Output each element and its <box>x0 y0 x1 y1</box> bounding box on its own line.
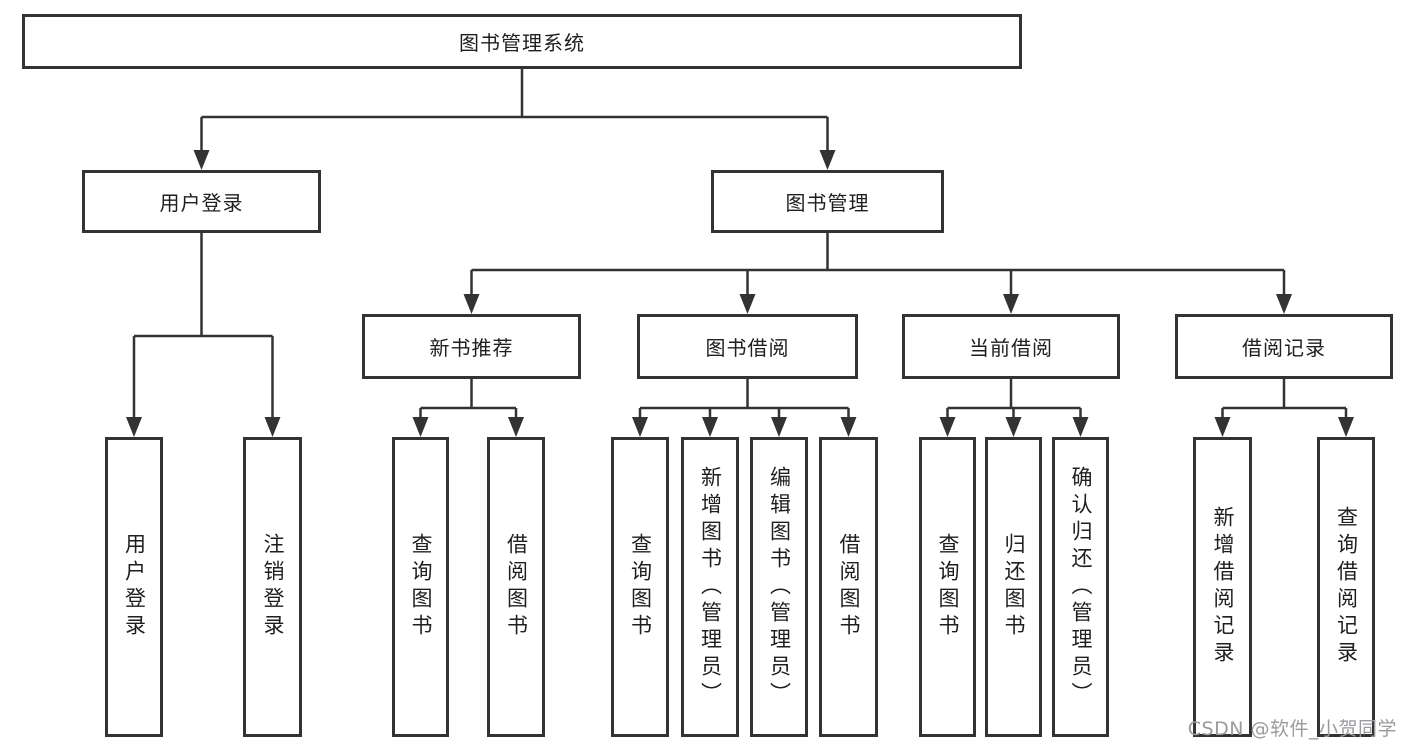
node-book-mgmt: 图书管理 <box>711 170 944 233</box>
node-cb-return: 归还图书 <box>985 437 1042 737</box>
arrowhead-book-mgmt <box>819 150 836 170</box>
node-label-br-query: 查询借阅记录 <box>1334 506 1359 668</box>
connector-borrow-records <box>1221 379 1348 419</box>
node-leaf-user-login: 用户登录 <box>105 437 163 737</box>
arrowhead-cb-return <box>1005 417 1022 437</box>
connector-book-mgmt <box>470 233 1286 296</box>
node-label-borrow-records: 借阅记录 <box>1242 336 1326 360</box>
node-root: 图书管理系统 <box>22 14 1022 69</box>
node-book-borrow: 图书借阅 <box>637 314 858 379</box>
node-label-leaf-user-login: 用户登录 <box>122 533 147 641</box>
arrowhead-cb-query <box>939 417 956 437</box>
connector-root <box>200 69 829 152</box>
node-label-cb-return: 归还图书 <box>1002 533 1026 641</box>
node-label-current-borrow: 当前借阅 <box>969 336 1053 360</box>
node-label-leaf-logout: 注销登录 <box>261 533 285 641</box>
node-user-login: 用户登录 <box>82 170 321 233</box>
node-label-bb-query: 查询图书 <box>628 533 653 641</box>
node-br-query: 查询借阅记录 <box>1317 437 1375 737</box>
arrowhead-current-borrow <box>1003 294 1019 314</box>
node-label-bb-add: 新增图书（管理员） <box>698 465 723 709</box>
node-label-user-login: 用户登录 <box>159 191 244 215</box>
node-leaf-logout: 注销登录 <box>243 437 302 737</box>
node-new-book-rec: 新书推荐 <box>362 314 581 379</box>
connector-current-borrow <box>946 379 1082 419</box>
node-label-root: 图书管理系统 <box>459 31 585 55</box>
connector-new-book-rec <box>419 379 518 419</box>
node-label-cb-query: 查询图书 <box>936 533 960 641</box>
node-br-add: 新增借阅记录 <box>1193 437 1252 737</box>
arrowhead-borrow-records <box>1276 294 1292 314</box>
node-label-nbr-query: 查询图书 <box>409 533 433 641</box>
node-borrow-records: 借阅记录 <box>1175 314 1393 379</box>
arrowhead-leaf-logout <box>264 417 281 437</box>
arrowhead-cb-confirm <box>1072 417 1089 437</box>
node-label-book-mgmt: 图书管理 <box>785 191 870 215</box>
node-bb-add: 新增图书（管理员） <box>681 437 739 737</box>
node-cb-confirm: 确认归还（管理员） <box>1052 437 1109 737</box>
node-nbr-query: 查询图书 <box>392 437 449 737</box>
node-label-bb-borrow: 借阅图书 <box>837 533 861 641</box>
arrowhead-book-borrow <box>739 294 756 314</box>
node-nbr-borrow: 借阅图书 <box>487 437 545 737</box>
arrowhead-bb-add <box>702 417 718 437</box>
arrowhead-bb-query <box>632 417 648 437</box>
node-bb-edit: 编辑图书（管理员） <box>750 437 808 737</box>
arrowhead-leaf-user-login <box>126 417 142 437</box>
arrowhead-nbr-query <box>412 417 429 437</box>
node-bb-borrow: 借阅图书 <box>819 437 878 737</box>
node-label-cb-confirm: 确认归还（管理员） <box>1069 465 1093 709</box>
node-bb-query: 查询图书 <box>611 437 669 737</box>
node-label-book-borrow: 图书借阅 <box>705 336 790 360</box>
node-label-bb-edit: 编辑图书（管理员） <box>767 465 792 709</box>
arrowhead-br-add <box>1214 417 1231 437</box>
connector-book-borrow <box>638 379 850 419</box>
arrowhead-br-query <box>1338 417 1354 437</box>
arrowhead-user-login <box>193 150 210 170</box>
arrowhead-bb-edit <box>771 417 787 437</box>
arrowhead-nbr-borrow <box>508 417 524 437</box>
arrowhead-new-book-rec <box>463 294 480 314</box>
node-label-new-book-rec: 新书推荐 <box>429 336 514 360</box>
node-label-nbr-borrow: 借阅图书 <box>504 533 529 641</box>
arrowhead-bb-borrow <box>840 417 857 437</box>
node-cb-query: 查询图书 <box>919 437 976 737</box>
connector-user-login <box>132 233 274 419</box>
node-label-br-add: 新增借阅记录 <box>1211 506 1235 668</box>
node-current-borrow: 当前借阅 <box>902 314 1120 379</box>
